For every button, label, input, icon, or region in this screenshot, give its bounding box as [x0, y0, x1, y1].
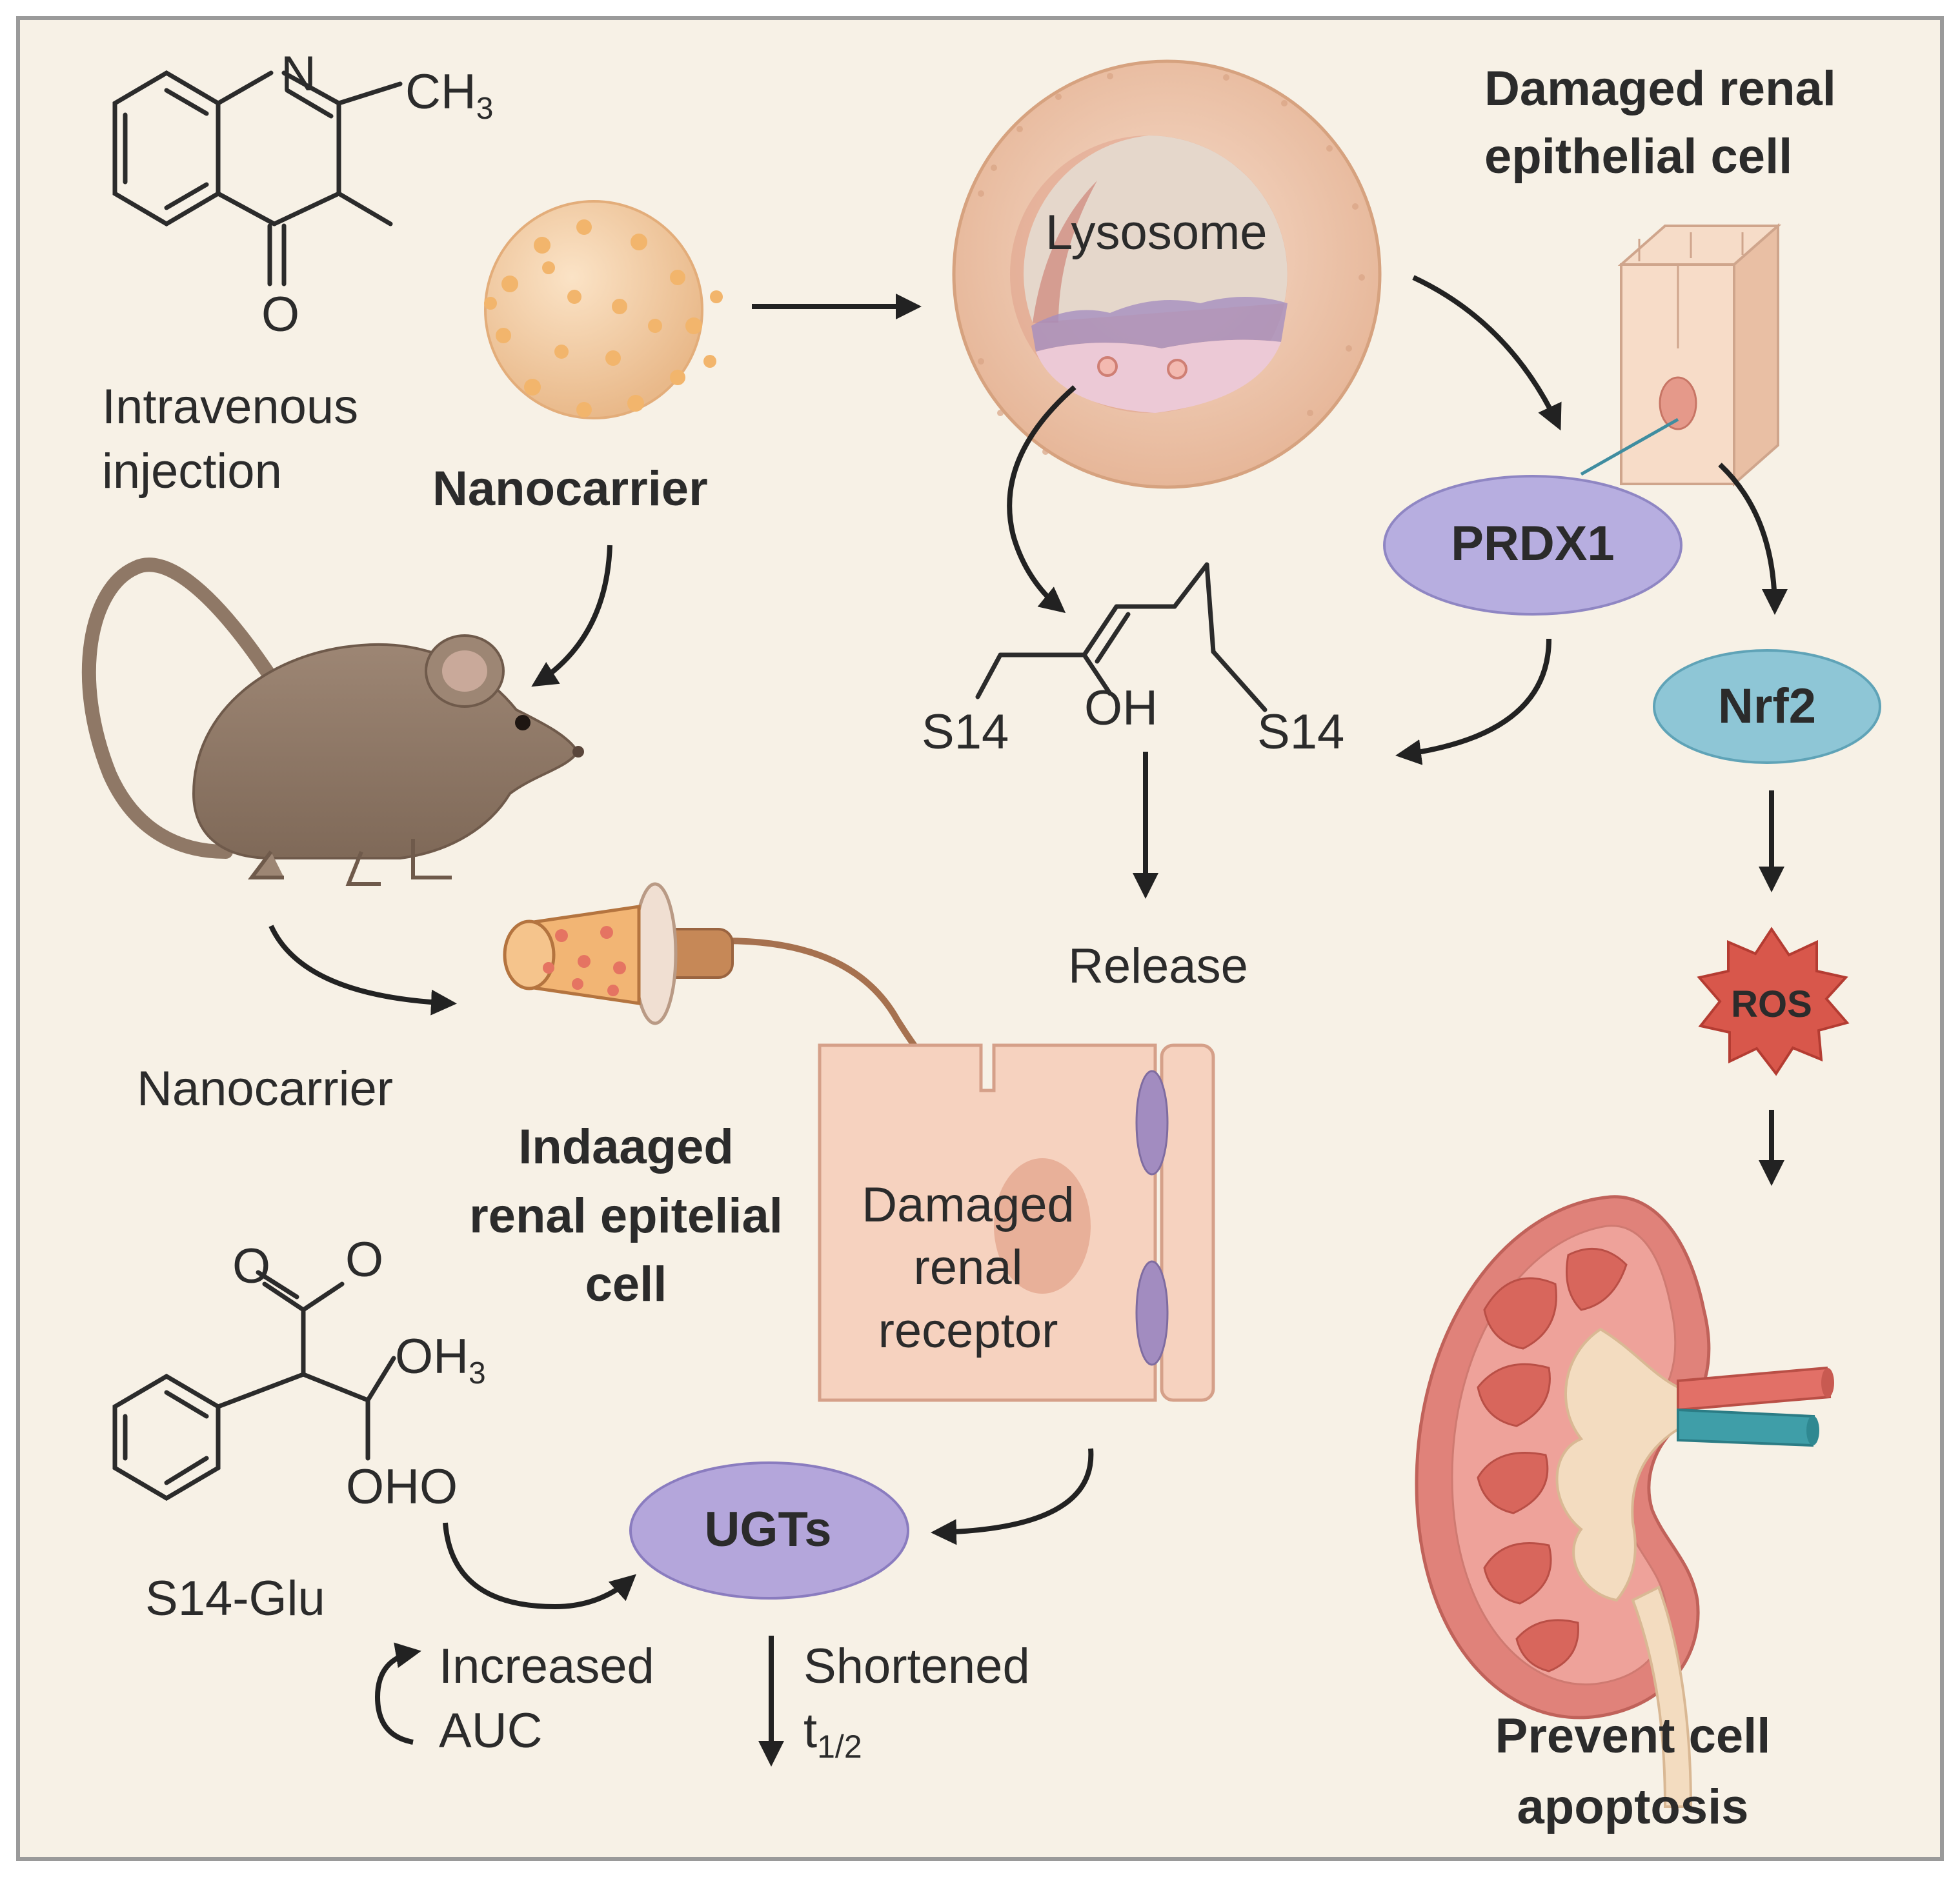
receptor-label-line3: receptor: [878, 1303, 1058, 1358]
glu-oho-label: OHO: [346, 1460, 458, 1514]
receptor-label-line1: Damaged: [862, 1178, 1075, 1232]
ros-burst: [1697, 927, 1850, 1076]
syringe-illustration: [503, 882, 971, 1112]
arrow-to-nrf2: [1718, 463, 1788, 615]
nanocarrier-particle: [484, 200, 723, 419]
atom-n-label: N: [281, 46, 316, 101]
lysosome: [952, 59, 1382, 489]
indaaged-label-line3: cell: [585, 1257, 667, 1312]
quinolone-structure: [112, 70, 403, 286]
increased-auc-arrow: [374, 1642, 421, 1745]
s14-right-label: S14: [1257, 705, 1345, 759]
prdx1-node: [1383, 475, 1682, 616]
t-subscript: 1/2: [817, 1729, 862, 1765]
auc-label-line1: Increased: [439, 1639, 654, 1694]
nanocarrier-bottom-label: Nanocarrier: [137, 1061, 394, 1116]
atom-ch3-subscript: 3: [476, 92, 494, 126]
glu-oh3-label: OH3: [395, 1329, 486, 1391]
oh-label: OH: [1084, 681, 1158, 736]
prdx1-label: PRDX1: [1451, 516, 1615, 571]
prevent-label-line1: Prevent cell: [1495, 1709, 1771, 1763]
ros-label: ROS: [1731, 983, 1812, 1025]
release-label: Release: [1068, 939, 1248, 994]
nanocarrier-label: Nanocarrier: [432, 461, 708, 516]
nrf2-node: [1653, 649, 1881, 764]
nrf2-label: Nrf2: [1717, 679, 1817, 734]
arrow-glu-to-ugts: [443, 1522, 636, 1610]
damaged-cell-title-line1: Damaged renal: [1484, 61, 1836, 116]
s14-glu-label: S14-Glu: [145, 1571, 325, 1626]
arrow-to-mouse: [531, 545, 612, 687]
kidney-illustration: [1415, 1195, 1834, 1808]
t-label-line1: Shortened: [803, 1639, 1030, 1694]
glu-o2-label: O: [345, 1232, 384, 1287]
s14-structure: [975, 562, 1268, 712]
atom-o-label: O: [261, 287, 300, 342]
arrow-receptor-to-ugts: [931, 1448, 1094, 1545]
glu-oh3-subscript: 3: [469, 1356, 486, 1391]
arrow-to-prdx1: [1412, 275, 1562, 431]
arrow-prdx1-to-s14: [1395, 638, 1551, 765]
indaaged-label-line1: Indaaged: [518, 1119, 734, 1174]
mouse-illustration: [81, 557, 584, 886]
ugts-node: [629, 1461, 909, 1600]
atom-ch3-text: CH: [405, 65, 476, 119]
s14-left-label: S14: [922, 705, 1009, 759]
glu-o1-label: O: [232, 1239, 271, 1294]
receptor-label-line2: renal: [913, 1240, 1023, 1295]
s14-glu-structure: [112, 1270, 396, 1501]
epithelial-cell-icon: [1580, 223, 1782, 487]
auc-label-line2: AUC: [439, 1703, 543, 1758]
t-main-text: t: [803, 1703, 818, 1758]
t-label-line2: t1/2: [803, 1703, 862, 1765]
arrow-lysosome-to-s14: [1007, 385, 1076, 614]
glu-oh3-text: OH: [395, 1329, 469, 1384]
atom-ch3-label: CH3: [405, 65, 493, 126]
ugts-label: UGTs: [704, 1502, 832, 1557]
lysosome-label: Lysosome: [1046, 205, 1268, 260]
iv-label-line2: injection: [102, 444, 282, 499]
indaaged-label-line2: renal epitelial: [469, 1189, 783, 1243]
prevent-label-line2: apoptosis: [1517, 1780, 1749, 1834]
iv-label-line1: Intravenous: [102, 379, 359, 434]
damaged-cell-title-line2: epithelial cell: [1484, 129, 1793, 184]
renal-receptor-cell: [818, 1043, 1215, 1402]
arrow-to-syringe: [268, 925, 457, 1016]
